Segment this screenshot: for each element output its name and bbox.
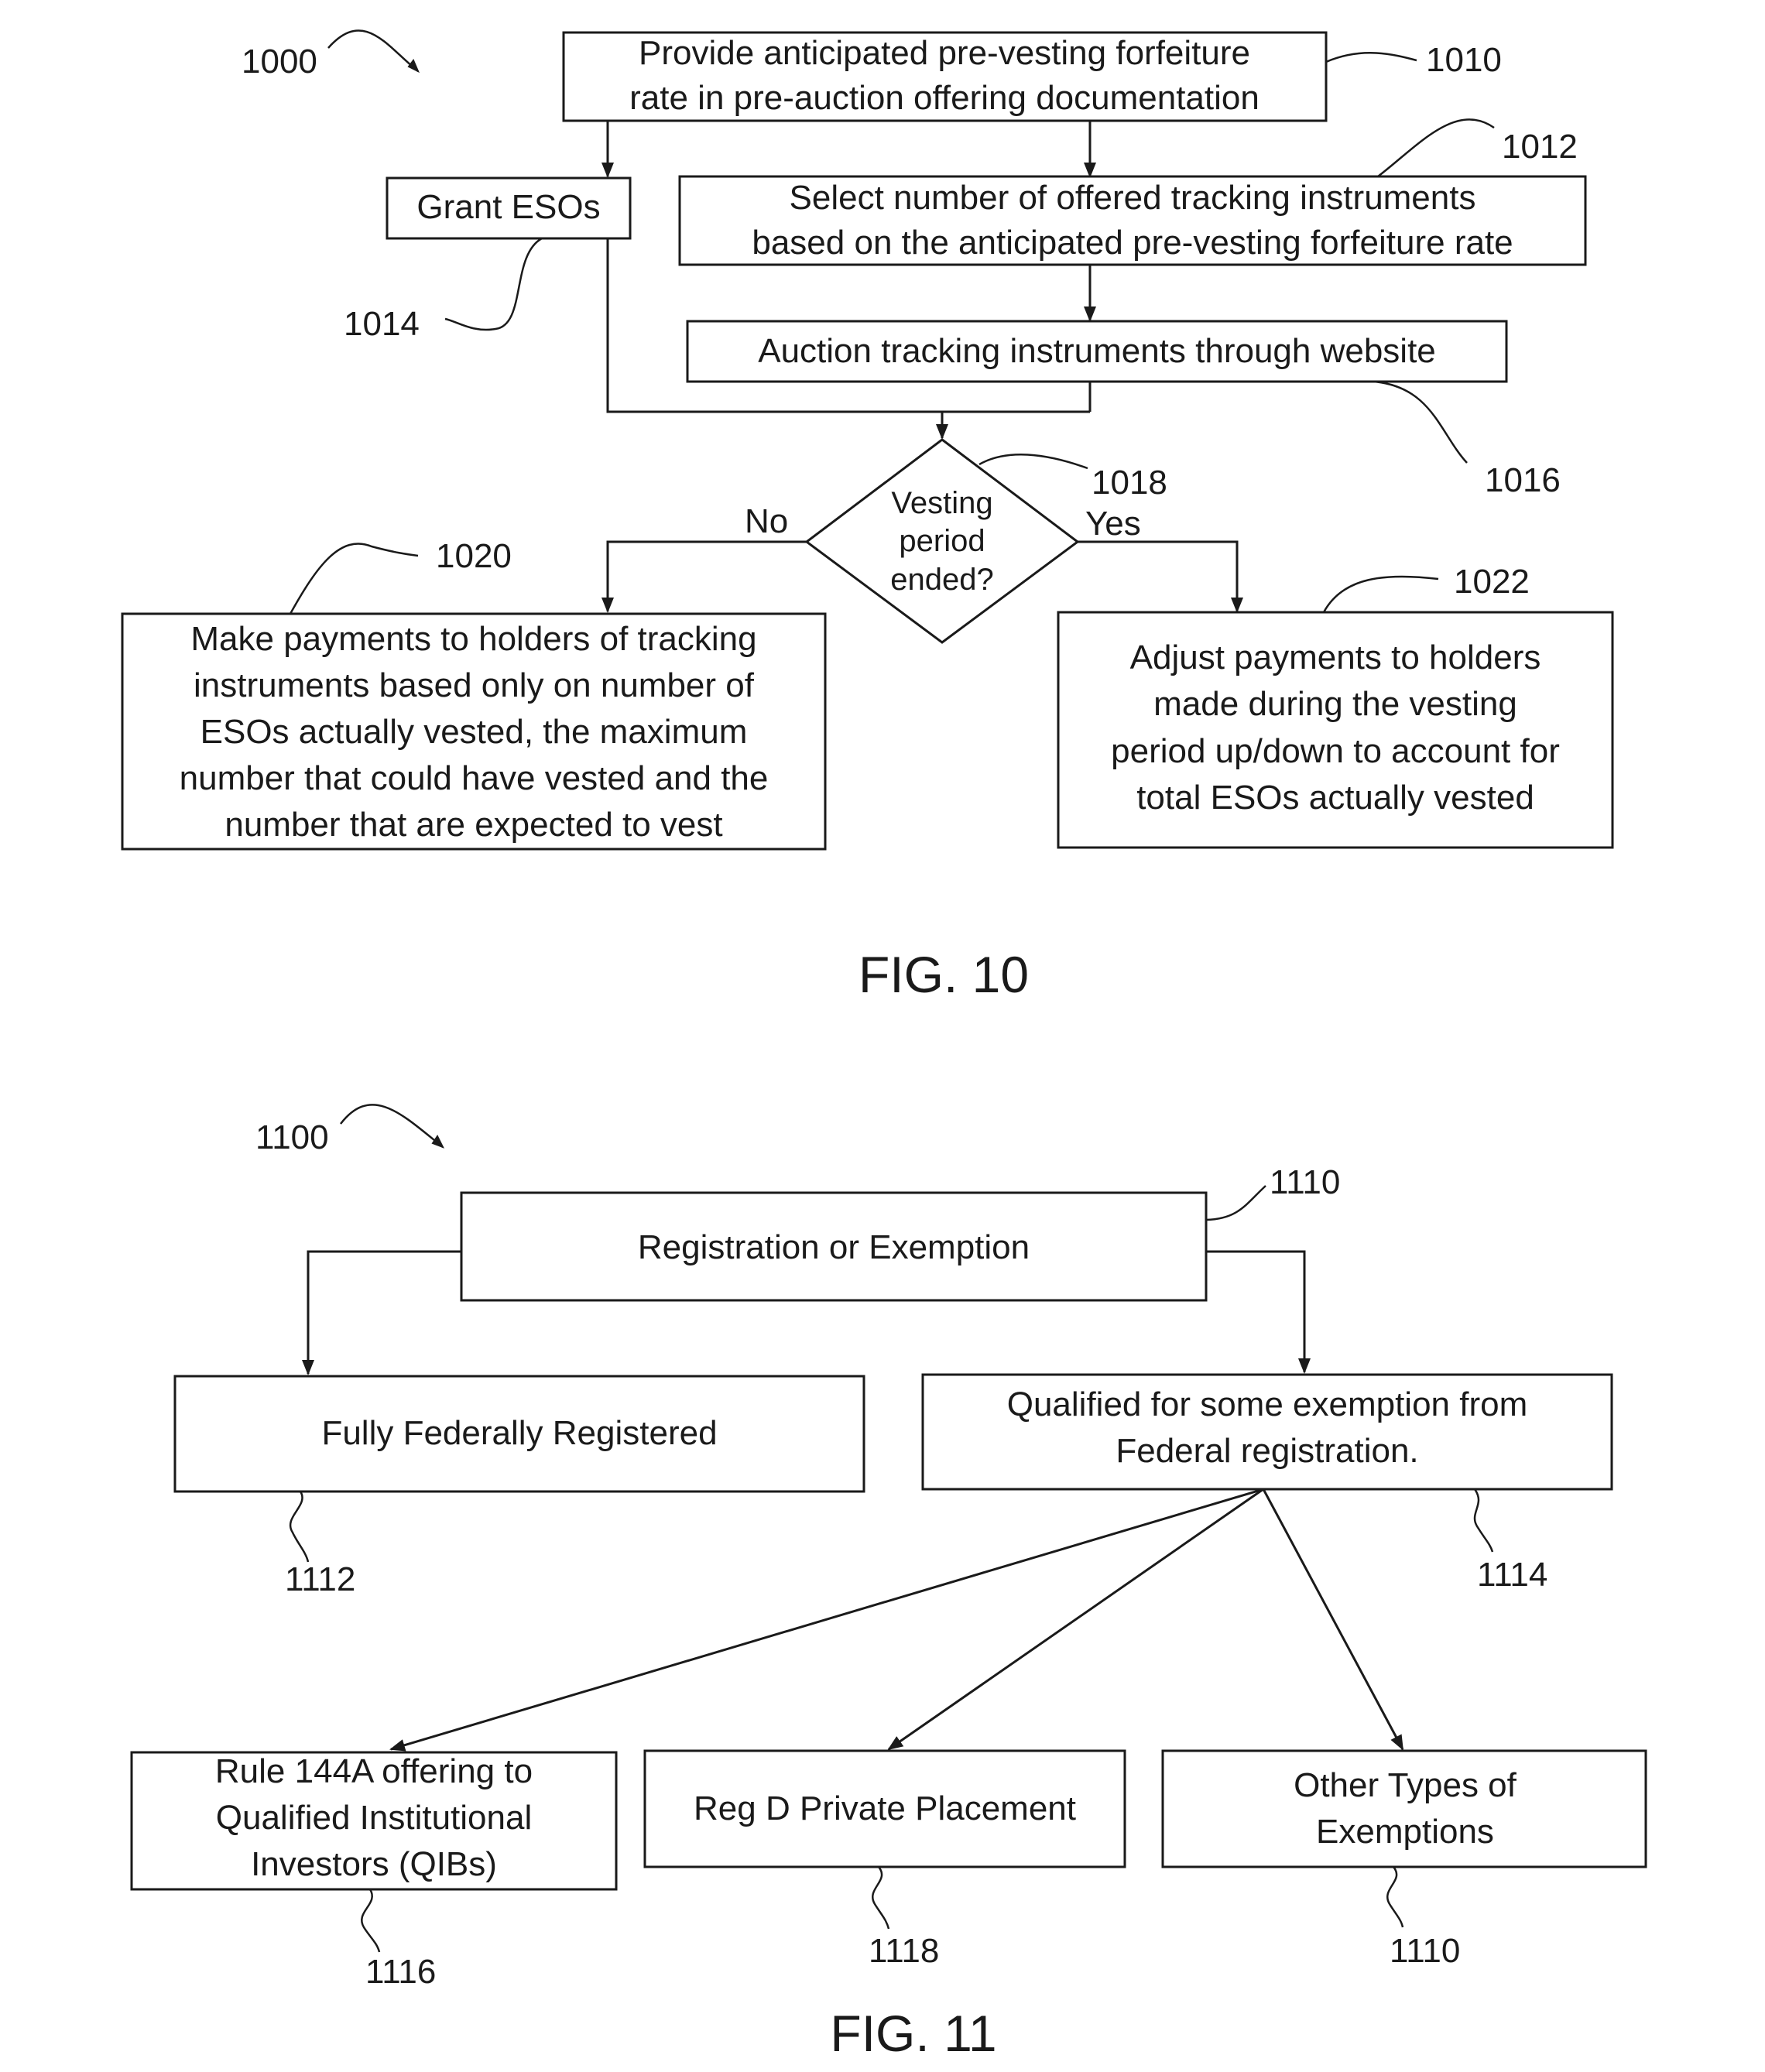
arrow-1018-no-to-1020: [608, 542, 807, 611]
figure-11: 1100 Registration or Exemption 1110 Full…: [132, 1104, 1646, 2062]
arrow-1018-yes-to-1022: [1078, 542, 1237, 611]
box-1022-text-line-2: made during the vesting: [1153, 685, 1517, 723]
ref-1100-pointer-head: [433, 1136, 443, 1147]
box-1114-text-line-2: Federal registration.: [1116, 1432, 1418, 1470]
ref-1012-label: 1012: [1502, 128, 1578, 166]
fig-11-caption: FIG. 11: [830, 2005, 996, 2062]
box-1116-text-line-1: Rule 144A offering to: [215, 1752, 533, 1790]
box-1014-text: Grant ESOs: [416, 188, 600, 226]
ref-1014-leader: [445, 238, 542, 330]
box-1116-text-line-3: Investors (QIBs): [251, 1845, 497, 1883]
box-1022-text-line-4: total ESOs actually vested: [1136, 779, 1534, 817]
figure-10: 1000 Provide anticipated pre-vesting for…: [122, 30, 1612, 1003]
box-1022-text-line-1: Adjust payments to holders: [1130, 639, 1541, 676]
box-1110b-text-line-1: Other Types of: [1294, 1766, 1517, 1804]
arrow-1114-to-other-exemptions: [1263, 1489, 1403, 1749]
box-1118-text: Reg D Private Placement: [694, 1789, 1076, 1827]
ref-1016-leader: [1374, 382, 1467, 463]
ref-1110-leader: [1206, 1186, 1266, 1220]
arrow-1114-to-1116: [391, 1489, 1263, 1749]
arrow-1110-to-1112: [308, 1252, 461, 1374]
ref-1100-pointer: [341, 1104, 443, 1147]
ref-1110b-leader: [1387, 1867, 1403, 1927]
ref-1000-pointer: [328, 30, 418, 71]
ref-1114-leader: [1475, 1489, 1493, 1552]
arrow-1114-to-1118: [889, 1489, 1263, 1749]
box-1112-text: Fully Federally Registered: [321, 1414, 717, 1452]
ref-1014-label: 1014: [344, 305, 420, 343]
box-1012-text-line-1: Select number of offered tracking instru…: [790, 179, 1476, 217]
ref-1010-leader: [1326, 53, 1417, 62]
ref-1000-pointer-head: [409, 60, 418, 71]
ref-1022-leader: [1324, 577, 1438, 612]
box-1010-text-line-2: rate in pre-auction offering documentati…: [629, 79, 1259, 117]
decision-1018-text-line-3: ended?: [890, 563, 993, 597]
ref-1020-leader: [290, 543, 418, 614]
ref-1112-label: 1112: [285, 1560, 355, 1598]
box-1012-text-line-2: based on the anticipated pre-vesting for…: [752, 224, 1513, 262]
decision-no-label: No: [745, 502, 788, 540]
box-1020-text-line-1: Make payments to holders of tracking: [190, 620, 756, 658]
ref-1000-label: 1000: [242, 43, 317, 80]
fig-10-caption: FIG. 10: [859, 946, 1029, 1003]
ref-1116-label: 1116: [365, 1953, 436, 1991]
ref-1116-leader: [362, 1889, 379, 1952]
ref-1012-leader: [1378, 119, 1494, 176]
box-1020-text-line-4: number that could have vested and the: [180, 759, 769, 797]
arrow-1110-to-1114: [1206, 1252, 1304, 1372]
box-1020-text-line-5: number that are expected to vest: [224, 806, 722, 844]
decision-1018-text-line-1: Vesting: [891, 486, 992, 520]
box-1116-text-line-2: Qualified Institutional: [216, 1799, 532, 1837]
decision-yes-label: Yes: [1085, 505, 1141, 543]
ref-1020-label: 1020: [436, 537, 512, 575]
box-1020-text-line-3: ESOs actually vested, the maximum: [200, 713, 748, 751]
box-1114-text-line-1: Qualified for some exemption from: [1007, 1385, 1528, 1423]
ref-1112-leader: [290, 1491, 308, 1562]
box-1022-text-line-3: period up/down to account for: [1111, 732, 1560, 770]
ref-1022-label: 1022: [1454, 563, 1530, 601]
box-1020-text-line-2: instruments based only on number of: [194, 666, 755, 704]
ref-1018-leader: [979, 454, 1088, 468]
ref-1018-label: 1018: [1092, 464, 1167, 502]
ref-1118-label: 1118: [869, 1932, 939, 1970]
ref-1110b-label: 1110: [1390, 1932, 1460, 1970]
ref-1110-label: 1110: [1270, 1163, 1340, 1201]
ref-1118-leader: [872, 1867, 889, 1929]
ref-1100-label: 1100: [255, 1118, 329, 1156]
decision-1018-text-line-2: period: [899, 524, 985, 558]
box-1110b-text-line-2: Exemptions: [1316, 1813, 1494, 1851]
box-1016-text: Auction tracking instruments through web…: [758, 332, 1436, 370]
ref-1010-label: 1010: [1426, 41, 1502, 79]
box-1110-text: Registration or Exemption: [638, 1228, 1030, 1266]
ref-1114-label: 1114: [1477, 1556, 1547, 1594]
box-1010-text-line-1: Provide anticipated pre-vesting forfeitu…: [639, 34, 1250, 72]
ref-1016-label: 1016: [1485, 461, 1561, 499]
